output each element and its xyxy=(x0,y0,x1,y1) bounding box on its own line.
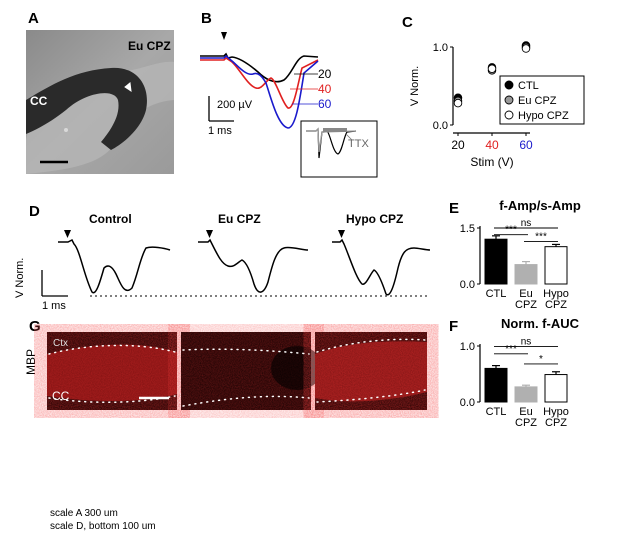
e-category: CPZ xyxy=(515,299,537,311)
micrograph-a xyxy=(26,30,174,174)
e-sig-label: *** xyxy=(505,225,517,236)
panel-g-images xyxy=(47,332,427,410)
trace-title-hypo: Hypo CPZ xyxy=(346,212,404,226)
f-bar xyxy=(514,386,538,403)
cc-label-g: CC xyxy=(52,389,70,403)
e-category: Eu xyxy=(519,288,532,300)
trace-60 xyxy=(200,54,319,129)
c-point xyxy=(453,98,463,108)
ttx-label: TTX xyxy=(348,138,369,150)
c-ytick-label: 1.0 xyxy=(433,42,448,54)
scale-label-t: 1 ms xyxy=(208,125,232,137)
c-legend-label: Hypo CPZ xyxy=(518,110,569,122)
d-ylabel: V Norm. xyxy=(14,257,26,298)
c-xlabel: Stim (V) xyxy=(470,155,513,169)
f-sig-label: * xyxy=(539,354,543,365)
scale-note: scale A 300 um scale D, bottom 100 um xyxy=(50,507,156,533)
f-title: Norm. f-AUC xyxy=(501,316,580,331)
panel-label-b: B xyxy=(201,10,212,27)
panel-label-d: D xyxy=(29,203,40,220)
c-legend-swatch xyxy=(504,110,514,120)
trace-label-20: 20 xyxy=(318,67,332,81)
e-category: Hypo xyxy=(543,288,569,300)
f-category: Hypo xyxy=(543,406,569,418)
e-title: f-Amp/s-Amp xyxy=(499,198,581,213)
c-xtick-label: 20 xyxy=(451,138,465,152)
e-category: CPZ xyxy=(545,299,567,311)
e-ytick-label: 0.0 xyxy=(460,279,475,291)
trace-eu xyxy=(198,238,309,293)
c-point xyxy=(487,64,497,74)
e-bar xyxy=(544,246,568,285)
arrowhead-marker xyxy=(124,82,132,93)
f-category: CPZ xyxy=(545,417,567,429)
panel-d-traces xyxy=(41,230,431,297)
trace-20 xyxy=(200,52,319,83)
e-bar xyxy=(514,264,538,285)
trace-control xyxy=(58,238,171,294)
d-scale-t: 1 ms xyxy=(42,300,66,312)
f-bar xyxy=(484,367,508,403)
trace-hypo xyxy=(332,238,431,296)
e-ytick-label: 1.5 xyxy=(460,223,475,235)
e-sig-label: ns xyxy=(521,218,532,229)
cc-label-a: CC xyxy=(30,94,48,108)
trace-label-60: 60 xyxy=(318,97,332,111)
c-legend-box xyxy=(499,75,585,125)
f-sig-label: *** xyxy=(505,344,517,355)
panel-label-g: G xyxy=(29,318,41,335)
f-category: Eu xyxy=(519,406,532,418)
e-category: CTL xyxy=(486,288,507,300)
scale-label-v: 200 µV xyxy=(217,99,253,111)
f-ytick-label: 1.0 xyxy=(460,341,475,353)
c-xtick-label: 40 xyxy=(485,138,499,152)
trace-title-control: Control xyxy=(89,212,132,226)
trace-title-eu: Eu CPZ xyxy=(218,212,261,226)
ctx-label: Ctx xyxy=(53,338,68,349)
c-ytick-label: 0.0 xyxy=(433,120,448,132)
f-bar xyxy=(544,374,568,403)
c-legend-label: Eu CPZ xyxy=(518,95,557,107)
trace-40 xyxy=(200,56,319,109)
panel-b-traces xyxy=(200,32,378,178)
c-legend-swatch xyxy=(504,80,514,90)
c-xtick-label: 60 xyxy=(519,138,533,152)
f-category: CPZ xyxy=(515,417,537,429)
f-ytick-label: 0.0 xyxy=(460,397,475,409)
note-line-1: scale A 300 um xyxy=(50,508,118,519)
c-legend-label: CTL xyxy=(518,80,539,92)
panel-label-c: C xyxy=(402,14,413,31)
e-bar xyxy=(484,238,508,285)
c-point xyxy=(521,44,531,53)
c-ylabel: V Norm. xyxy=(409,66,421,106)
f-sig-label: ns xyxy=(521,337,532,348)
e-sig-label: *** xyxy=(535,231,547,242)
eu-cpz-label: Eu CPZ xyxy=(128,39,171,53)
panel-label-f: F xyxy=(449,318,459,335)
panel-label-a: A xyxy=(28,10,39,27)
f-category: CTL xyxy=(486,406,507,418)
note-line-2: scale D, bottom 100 um xyxy=(50,521,156,532)
trace-label-40: 40 xyxy=(318,82,332,96)
panel-label-e: E xyxy=(449,200,460,217)
c-legend-swatch xyxy=(504,95,514,105)
g-ylabel: MBP xyxy=(24,348,38,375)
stim-marker-icon xyxy=(221,32,227,40)
